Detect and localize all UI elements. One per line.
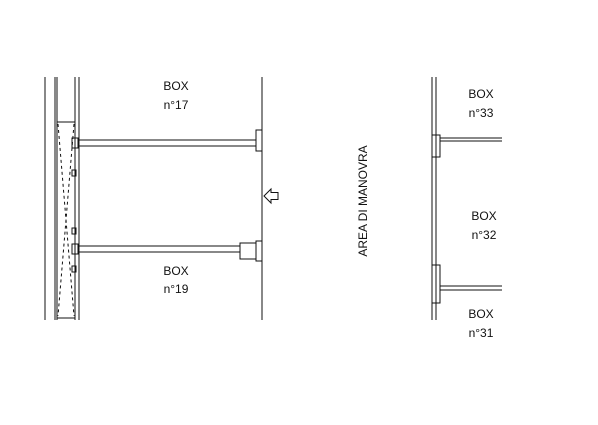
partition-wall-lower — [79, 240, 263, 262]
box-31-number: n°31 — [469, 326, 494, 340]
right-partition-upper — [440, 137, 502, 142]
right-block-wall — [431, 77, 441, 320]
box-33-number: n°33 — [469, 106, 494, 120]
box-19-number: n°19 — [164, 282, 189, 296]
structural-column — [56, 77, 80, 320]
partition-wall-upper — [79, 129, 263, 152]
box-19-title: BOX — [163, 264, 188, 278]
box-32-title: BOX — [471, 209, 496, 223]
box-33-title: BOX — [468, 87, 493, 101]
box-31-title: BOX — [468, 307, 493, 321]
direction-arrow-icon — [263, 187, 279, 205]
maneuver-area-label: AREA DI MANOVRA — [356, 145, 370, 256]
box-32-number: n°32 — [472, 228, 497, 242]
right-partition-lower — [440, 285, 502, 291]
box-17-number: n°17 — [164, 98, 189, 112]
box-17-title: BOX — [163, 79, 188, 93]
